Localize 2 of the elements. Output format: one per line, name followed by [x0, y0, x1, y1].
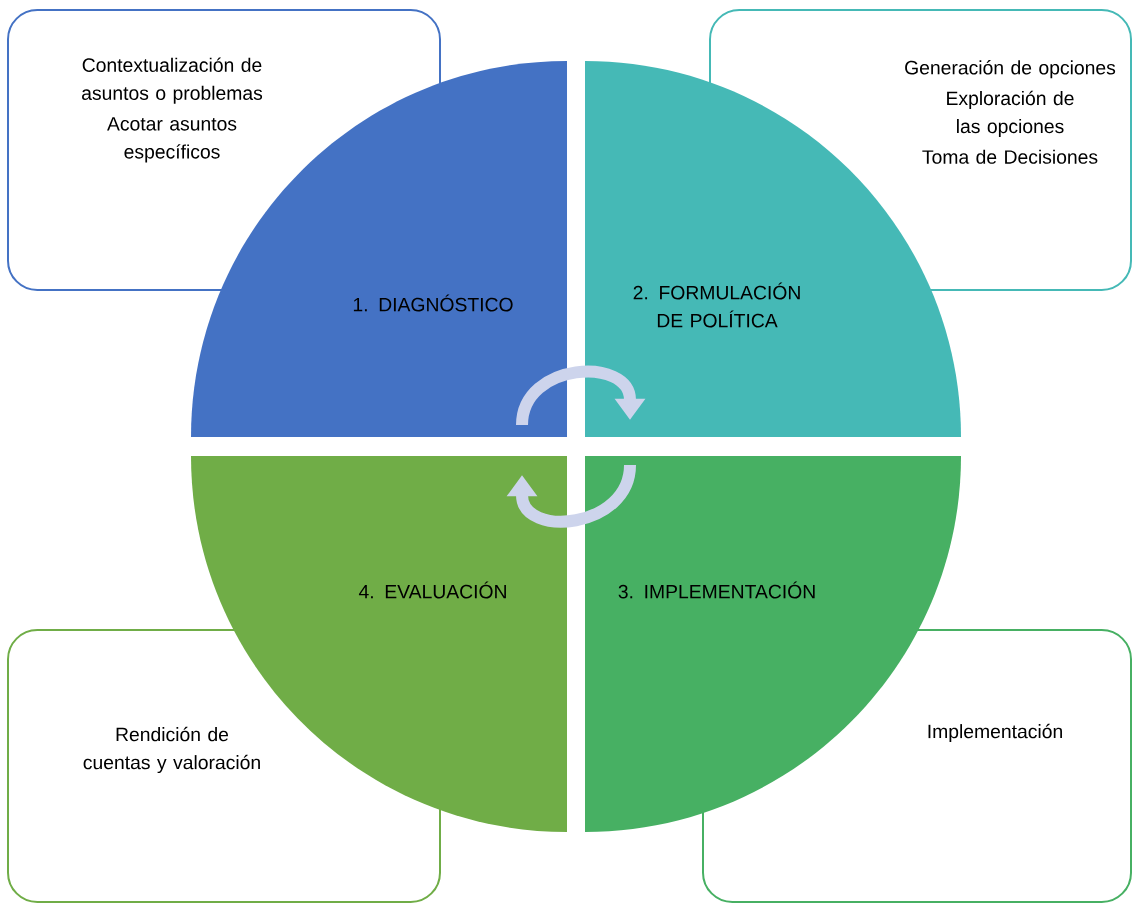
cycle-arrow: [506, 464, 636, 528]
cycle-arrow: [516, 365, 646, 426]
